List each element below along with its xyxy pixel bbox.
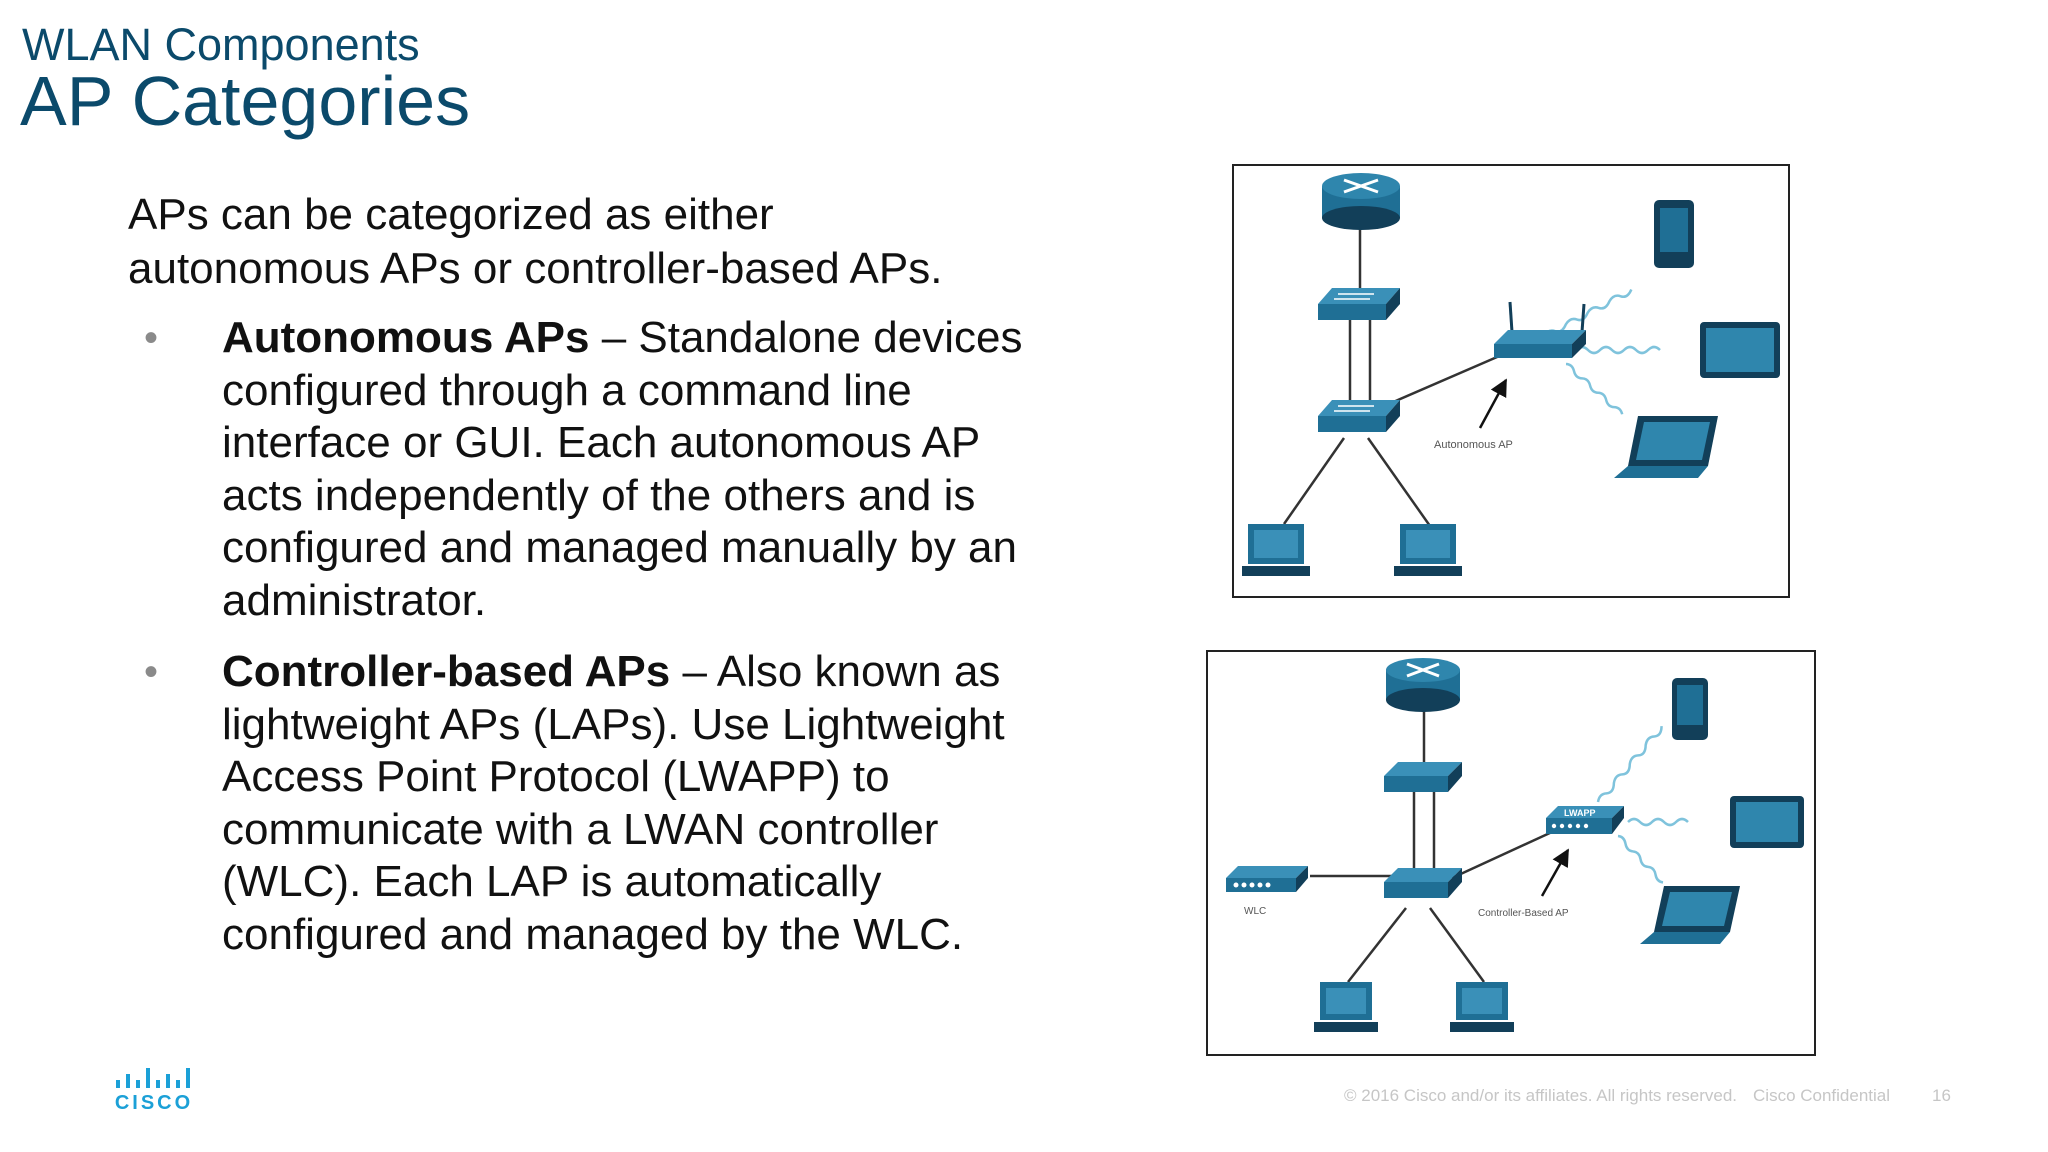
page-number: 16 <box>1932 1086 1951 1105</box>
cisco-bars-icon <box>116 1068 190 1088</box>
bullet-text: – Also known as lightweight APs (LAPs). … <box>222 647 1005 959</box>
cisco-logo-text: CISCO <box>114 1092 194 1114</box>
router-icon <box>1386 658 1460 712</box>
bullet-text: – Standalone devices configured through … <box>222 313 1023 625</box>
smartphone-icon <box>1672 678 1708 740</box>
slide-title: AP Categories <box>20 62 471 140</box>
laptop-icon <box>1640 886 1740 944</box>
autonomous-ap-topology: Autonomous AP <box>1242 173 1780 576</box>
desktop-pc-icon <box>1314 982 1378 1032</box>
switch-icon <box>1384 762 1462 792</box>
smartphone-icon <box>1654 200 1694 268</box>
desktop-pc-icon <box>1394 524 1462 576</box>
bullet-dot: • <box>144 650 159 694</box>
footer: © 2016 Cisco and/or its affiliates. All … <box>1344 1086 1967 1106</box>
bullet-dot: • <box>144 316 159 360</box>
bullet-term: Autonomous APs <box>222 313 590 362</box>
tablet-icon <box>1730 796 1804 848</box>
intro-paragraph: APs can be categorized as either autonom… <box>128 190 943 293</box>
access-point-icon <box>1494 301 1586 358</box>
cisco-logo: CISCO <box>112 1068 196 1114</box>
slide-subtitle: WLAN Components <box>22 19 420 70</box>
switch-icon <box>1318 288 1400 320</box>
wlc-label: WLC <box>1244 906 1266 917</box>
bullet-term: Controller-based APs <box>222 647 671 696</box>
footer-copyright: © 2016 Cisco and/or its affiliates. All … <box>1344 1086 1738 1105</box>
controller-based-ap-diagram: WLC LWAPP <box>1206 650 1816 1056</box>
controller-based-ap-topology: WLC LWAPP <box>1226 658 1804 1032</box>
desktop-pc-icon <box>1242 524 1310 576</box>
controller-based-ap-label: Controller-Based AP <box>1478 908 1569 919</box>
laptop-icon <box>1614 416 1718 478</box>
footer-confidential: Cisco Confidential <box>1753 1086 1891 1105</box>
autonomous-ap-diagram: Autonomous AP <box>1232 164 1790 598</box>
lwapp-badge: LWAPP <box>1564 808 1596 818</box>
desktop-pc-icon <box>1450 982 1514 1032</box>
switch-icon <box>1384 868 1462 898</box>
lightweight-ap-icon <box>1546 806 1624 834</box>
bullet-autonomous: • Autonomous APs – Standalone devices co… <box>140 312 1060 627</box>
wlc-controller-icon <box>1226 866 1308 892</box>
autonomous-ap-label: Autonomous AP <box>1434 439 1513 451</box>
tablet-icon <box>1700 322 1780 378</box>
router-icon <box>1322 173 1400 230</box>
bullet-list: • Autonomous APs – Standalone devices co… <box>140 312 1060 961</box>
switch-icon <box>1318 400 1400 432</box>
bullet-controller-based: • Controller-based APs – Also known as l… <box>140 646 1060 961</box>
